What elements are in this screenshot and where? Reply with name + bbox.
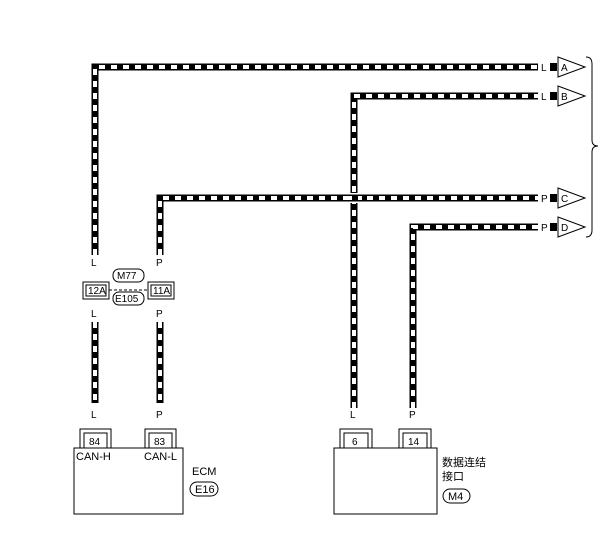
terminal-block-d [550, 223, 557, 231]
joint-conn-bottom-badge [112, 291, 145, 306]
dlc-conn-badge [442, 488, 471, 504]
ecm-wire-l-label: L [91, 410, 97, 421]
joint-conn-top-badge [112, 268, 145, 283]
terminal-block-a [550, 63, 557, 71]
dlc-name-line2: 接口 [442, 470, 464, 483]
joint-conn-bottom: E105 [115, 294, 139, 305]
joint-bottom-l-label: L [91, 309, 97, 320]
dlc-wire-p-label: P [409, 410, 416, 421]
ecm-conn-badge [189, 481, 219, 497]
dlc-component: L P 6 14 数据连结 接口 M4 [333, 410, 486, 515]
joint-pin-p-box [147, 281, 175, 300]
joint-connector: L P 12A 11A M77 E105 L P [82, 258, 175, 320]
dlc-box [333, 447, 438, 515]
joint-top-p-label: P [156, 258, 163, 269]
wire-c-p [156, 194, 538, 403]
ecm-pin-h: 84 [89, 437, 101, 448]
wire-a-l [91, 63, 538, 403]
ecm-can-l: CAN-L [144, 451, 177, 463]
ecm-pin-l: 83 [154, 437, 166, 448]
terminal-b: B [557, 85, 587, 107]
ecm-box [73, 447, 184, 515]
joint-pin-l: 12A [88, 286, 106, 297]
ecm-name: ECM [192, 466, 216, 478]
ecm-component: L P 84 83 CAN-H CAN-L ECM E16 [73, 410, 219, 515]
terminal-a: A [557, 56, 587, 78]
ecm-wire-p-label: P [156, 410, 163, 421]
terminal-block-c [550, 194, 557, 202]
joint-conn-top: M77 [117, 271, 137, 282]
dlc-pin-p: 14 [408, 437, 420, 448]
wire-label-a: L [541, 63, 547, 74]
wire-b-l [350, 92, 538, 408]
dlc-name-line1: 数据连结 [442, 455, 486, 469]
joint-top-l-label: L [91, 258, 97, 269]
dlc-wire-l-label: L [350, 410, 356, 421]
terminal-block-b [550, 92, 557, 100]
dlc-pin-l: 6 [352, 437, 358, 448]
wire-label-d: P [541, 223, 548, 234]
terminal-b-label: B [561, 92, 568, 103]
terminal-d-label: D [561, 223, 568, 234]
terminal-a-label: A [561, 63, 568, 74]
wire-d-p [409, 223, 538, 408]
wire-label-c: P [541, 194, 548, 205]
terminal-c-label: C [561, 194, 568, 205]
ecm-conn: E16 [195, 484, 215, 496]
wire-label-b: L [541, 92, 547, 103]
ecm-can-h: CAN-H [76, 451, 111, 463]
terminal-d: D [557, 216, 587, 238]
terminal-brace [585, 56, 599, 238]
joint-bottom-p-label: P [156, 309, 163, 320]
terminal-c: C [557, 187, 587, 209]
dlc-conn: M4 [448, 491, 463, 503]
joint-pin-p: 11A [153, 286, 170, 297]
